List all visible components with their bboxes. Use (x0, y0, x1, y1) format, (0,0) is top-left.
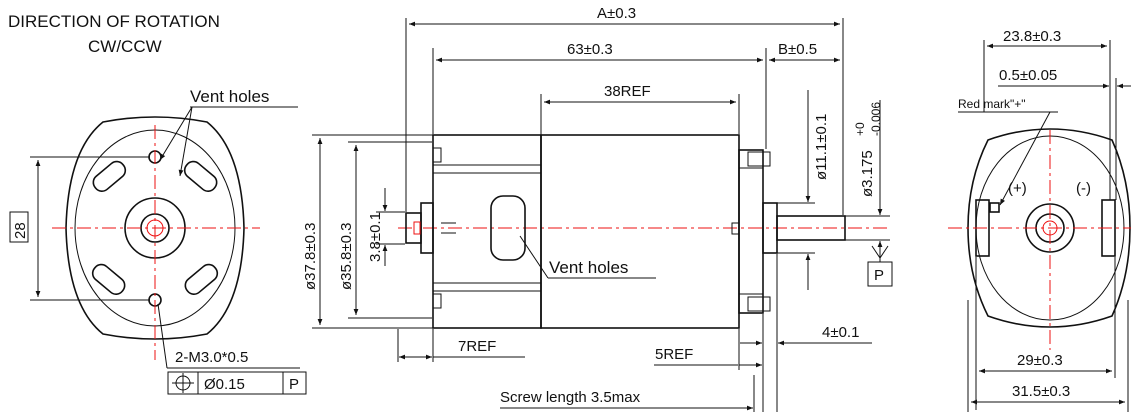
dim-shaft-lower: -0.006 (869, 102, 883, 136)
dim-0-5: 0.5±0.05 (999, 67, 1057, 84)
front-tab-bottom (747, 296, 771, 312)
red-mark-square (989, 202, 1000, 213)
tolerance-frame (167, 371, 307, 395)
rotation-subtitle: CW/CCW (88, 37, 162, 56)
side-vent-hole (490, 195, 526, 261)
dim-28: 28 (12, 222, 29, 239)
dim-dia-11: ø11.1±0.1 (813, 114, 830, 180)
dim-29: 29±0.3 (1017, 352, 1063, 369)
shaft (776, 215, 846, 241)
side-datum: P (874, 267, 884, 284)
thread-spec: 2-M3.0*0.5 (175, 349, 248, 366)
left-vent-label: Vent holes (190, 87, 269, 106)
vent-slot-4 (184, 263, 219, 295)
tolerance-value: Ø0.15 (204, 376, 245, 393)
dim-shaft-base: ø3.175 (859, 150, 876, 197)
dim-B: B±0.5 (778, 41, 817, 58)
front-cap (738, 149, 764, 314)
dim-31-5: 31.5±0.3 (1012, 383, 1070, 400)
dim-5ref: 5REF (655, 346, 693, 363)
screw-length: Screw length 3.5max (500, 389, 641, 406)
dim-dia-35: ø35.8±0.3 (338, 223, 355, 290)
red-mark-label: Red mark"+" (958, 97, 1026, 111)
vent-slot-3 (91, 263, 126, 295)
dim-shaft-upper: +0 (853, 122, 867, 136)
datum-box (867, 261, 893, 287)
dim-38ref: 38REF (604, 83, 651, 100)
left-view: 28 Vent holes 2-M3.0*0.5 Ø0.15 P (9, 87, 307, 395)
front-tab-top (747, 151, 771, 167)
polarity-minus: (-) (1076, 180, 1091, 197)
dim-dia-37: ø37.8±0.3 (302, 223, 319, 290)
dim-7ref: 7REF (458, 338, 496, 355)
dim-63: 63±0.3 (567, 41, 613, 58)
dim-4: 4±0.1 (822, 324, 859, 341)
dim-28-box (9, 211, 29, 243)
dim-A: A±0.3 (597, 5, 636, 22)
rotation-title: DIRECTION OF ROTATION (8, 12, 220, 31)
vent-slot-1 (92, 160, 127, 192)
vent-slot-2 (183, 160, 218, 192)
motor-housing (540, 134, 740, 329)
dim-23-8: 23.8±0.3 (1003, 28, 1061, 45)
right-view: (+) (-) Red mark"+" 23.8±0.3 0.5±0.05 29… (948, 28, 1131, 412)
rear-shaft (405, 212, 422, 244)
dim-3-8: 3.8±0.1 (367, 212, 384, 262)
side-vent-label: Vent holes (549, 258, 628, 277)
polarity-plus: (+) (1008, 180, 1027, 197)
tolerance-datum: P (289, 376, 299, 393)
side-view: A±0.3 63±0.3 B±0.5 38REF ø37.8±0.3 ø35.8… (302, 5, 893, 412)
